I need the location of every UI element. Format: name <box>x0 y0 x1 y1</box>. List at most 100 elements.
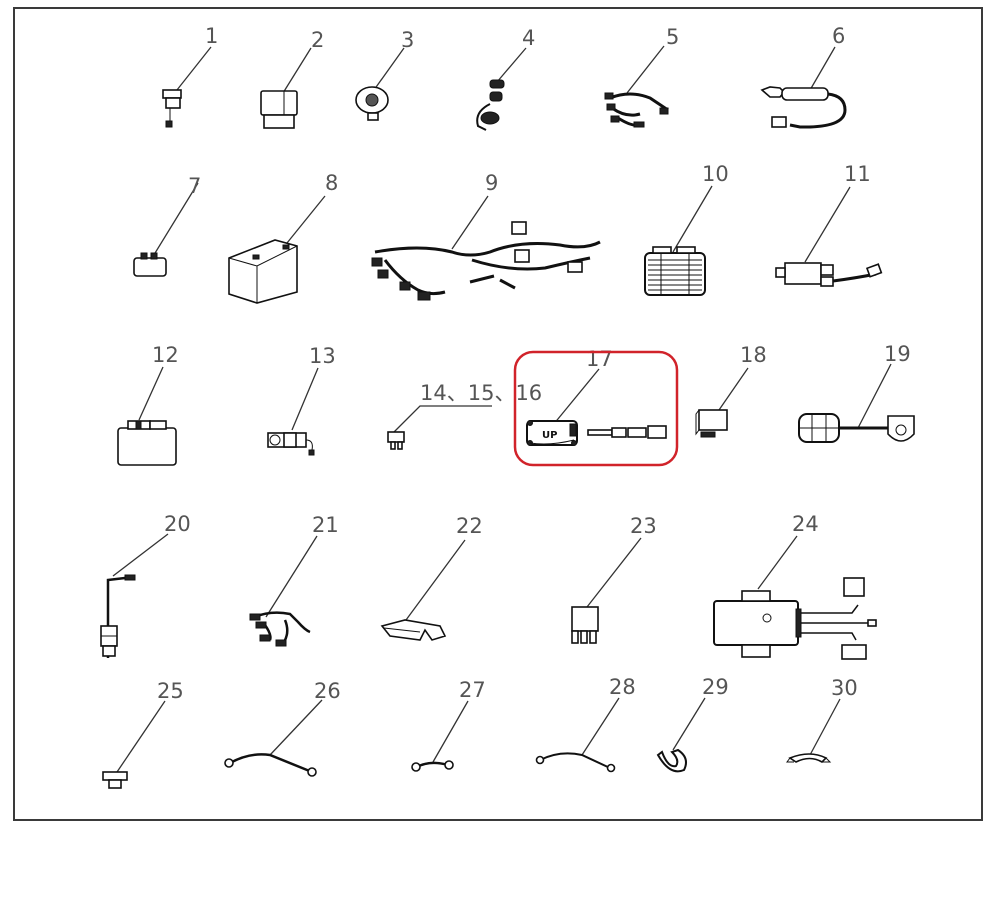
callout-3[interactable]: 3 <box>373 28 414 91</box>
part-9-main-harness-icon[interactable] <box>371 221 601 301</box>
part-17-ecu-module-icon[interactable]: UP <box>526 420 667 446</box>
callout-8[interactable]: 8 <box>286 171 338 244</box>
callout-24[interactable]: 24 <box>757 512 819 590</box>
callout-number: 9 <box>485 171 498 195</box>
callout-11[interactable]: 11 <box>804 162 871 263</box>
leader-line <box>286 195 326 244</box>
callout-6[interactable]: 6 <box>805 24 845 98</box>
part-11-ignition-coil-icon[interactable] <box>775 262 883 287</box>
callout-12[interactable]: 12 <box>138 343 179 421</box>
callout-27[interactable]: 27 <box>432 678 486 763</box>
callout-1[interactable]: 1 <box>172 24 218 96</box>
part-14-16-fuse-icon[interactable] <box>387 431 405 450</box>
leader-line <box>857 363 892 429</box>
callout-number: 19 <box>884 342 911 366</box>
leader-line <box>757 535 798 590</box>
leader-line <box>151 182 199 259</box>
callout-number: 17 <box>586 347 613 371</box>
leader-line <box>552 368 600 426</box>
part-12-cdi-unit-icon[interactable] <box>117 420 177 466</box>
callout-number: 1 <box>205 24 218 48</box>
part-26-ground-wire-icon[interactable] <box>224 753 317 777</box>
leader-line <box>496 47 527 83</box>
callout-2[interactable]: 2 <box>282 28 324 94</box>
part-25-switch-plug-icon[interactable] <box>102 771 128 789</box>
callout-number: 27 <box>459 678 486 702</box>
leader-line <box>626 45 665 94</box>
callout-19[interactable]: 19 <box>857 342 911 429</box>
callout-25[interactable]: 25 <box>116 679 184 773</box>
callout-13[interactable]: 13 <box>291 344 336 431</box>
leader-line <box>581 697 620 756</box>
part-28-ground-wire-medium-icon[interactable] <box>535 752 616 773</box>
part-13-fuse-holder-icon[interactable] <box>267 432 315 456</box>
leader-line <box>393 405 492 433</box>
leader-line <box>172 46 212 96</box>
up-badge-text: UP <box>542 430 557 441</box>
callout-29[interactable]: 29 <box>672 675 729 751</box>
part-23-relay-icon[interactable] <box>571 606 599 644</box>
leader-line <box>451 195 489 250</box>
callout-9[interactable]: 9 <box>451 171 498 250</box>
leader-line <box>138 366 164 421</box>
part-6-spark-plug-lead-icon[interactable] <box>760 86 847 129</box>
callout-28[interactable]: 28 <box>581 675 636 756</box>
callout-number: 13 <box>309 344 336 368</box>
leader-line <box>291 367 319 431</box>
callout-number: 30 <box>831 676 858 700</box>
part-22-bracket-icon[interactable] <box>380 619 447 641</box>
callout-number: 21 <box>312 513 339 537</box>
part-7-starter-relay-icon[interactable] <box>133 252 167 277</box>
part-27-ground-wire-short-icon[interactable] <box>411 760 454 772</box>
callout-number: 22 <box>456 514 483 538</box>
part-5-sub-harness-icon[interactable] <box>604 92 669 128</box>
leader-line <box>804 186 851 263</box>
callout-number: 4 <box>522 26 535 50</box>
leader-line <box>282 47 312 94</box>
highlight-box-part-17 <box>513 350 679 467</box>
callout-number: 20 <box>164 512 191 536</box>
callout-7[interactable]: 7 <box>151 174 201 259</box>
leader-line <box>405 539 466 621</box>
part-20-temp-sensor-icon[interactable] <box>100 574 136 658</box>
callout-22[interactable]: 22 <box>405 514 483 621</box>
leader-line <box>116 700 166 773</box>
part-19-pump-sensor-icon[interactable] <box>798 413 915 443</box>
callout-10[interactable]: 10 <box>672 162 729 253</box>
callout-30[interactable]: 30 <box>809 676 858 756</box>
part-24-power-module-icon[interactable] <box>713 577 877 660</box>
leader-line <box>718 367 749 411</box>
callout-21[interactable]: 21 <box>265 513 339 618</box>
callout-18[interactable]: 18 <box>718 343 767 411</box>
callout-number: 8 <box>325 171 338 195</box>
part-29-cable-clip-icon[interactable] <box>656 748 687 773</box>
leader-line <box>672 697 706 751</box>
callout-17[interactable]: 17 <box>552 347 613 426</box>
leader-line <box>672 185 713 253</box>
callout-number: 25 <box>157 679 184 703</box>
part-18-flasher-relay-icon[interactable] <box>695 409 728 438</box>
part-4-ignition-lock-icon[interactable] <box>476 79 505 131</box>
callout-number: 7 <box>188 174 201 198</box>
callout-number: 11 <box>844 162 871 186</box>
callout-14-16[interactable]: 14、15、16 <box>393 381 542 433</box>
callout-4[interactable]: 4 <box>496 26 535 83</box>
part-30-cable-clamp-icon[interactable] <box>786 753 832 764</box>
callout-number: 28 <box>609 675 636 699</box>
part-2-relay-box-icon[interactable] <box>260 90 298 129</box>
leader-line <box>432 700 469 763</box>
callout-5[interactable]: 5 <box>626 25 679 94</box>
callout-number: 6 <box>832 24 845 48</box>
part-8-battery-icon[interactable] <box>228 239 298 304</box>
part-10-regulator-icon[interactable] <box>644 246 706 296</box>
callout-20[interactable]: 20 <box>112 512 191 577</box>
part-21-adapter-harness-icon[interactable] <box>249 611 311 647</box>
callout-23[interactable]: 23 <box>586 514 657 608</box>
callout-26[interactable]: 26 <box>269 679 341 756</box>
part-3-horn-icon[interactable] <box>355 86 389 121</box>
callout-number: 3 <box>401 28 414 52</box>
leader-line <box>373 47 405 91</box>
part-1-key-switch-icon[interactable] <box>162 89 182 128</box>
